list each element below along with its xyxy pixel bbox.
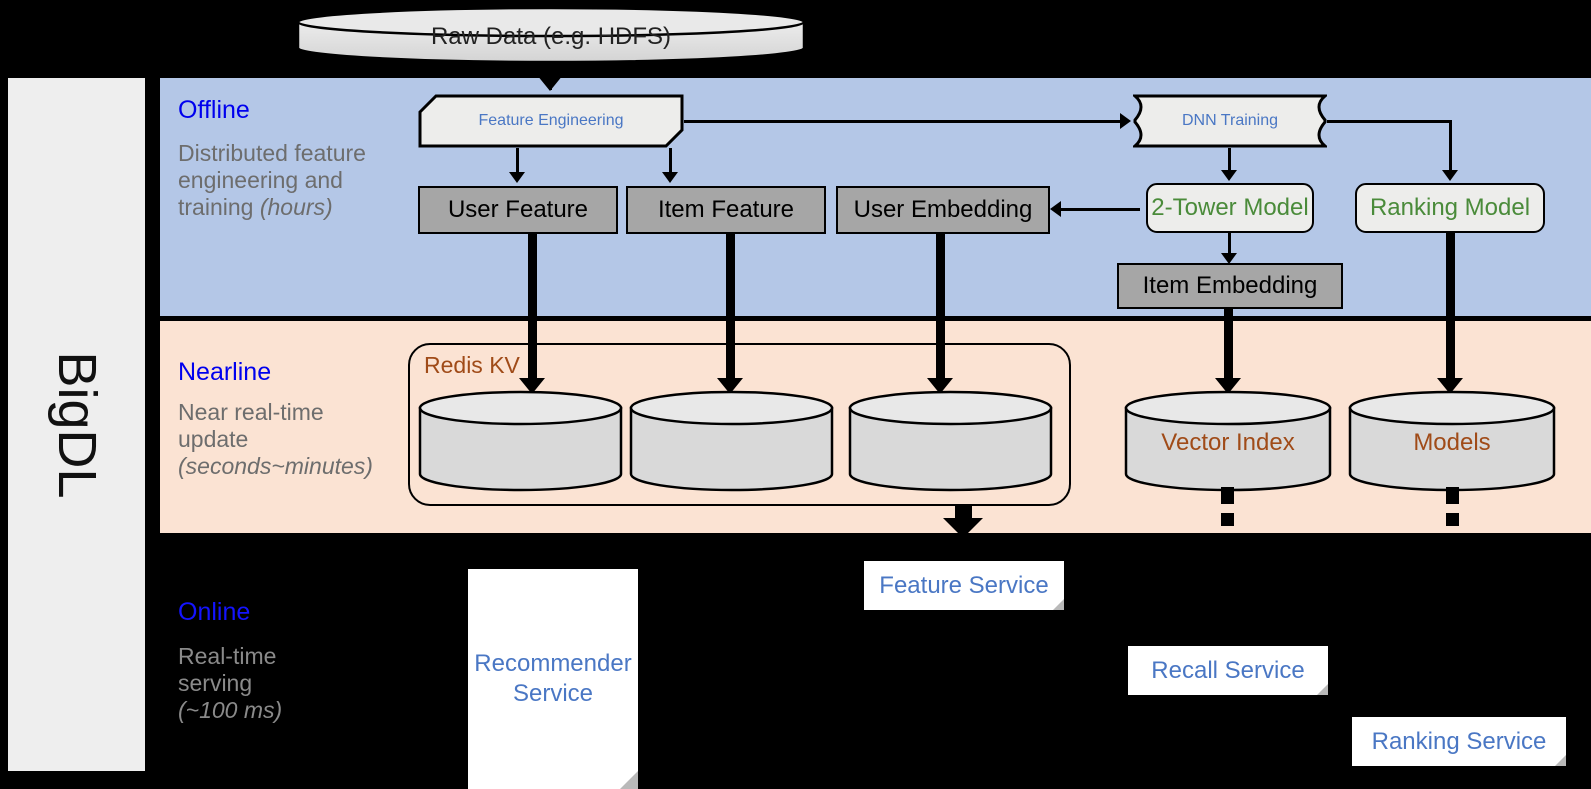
redis-kv-label: Redis KV <box>424 352 520 378</box>
online-desc-l2: serving <box>178 670 253 697</box>
recall-service-label: Recall Service <box>1151 656 1305 684</box>
ranking-service-doc[interactable]: Ranking Service <box>1352 717 1566 766</box>
kv-store-cylinder-2[interactable] <box>629 390 834 492</box>
ranking-model-node[interactable]: Ranking Model <box>1355 183 1545 233</box>
online-desc-italic: (~100 ms) <box>178 697 283 724</box>
nearline-desc-l2: update <box>178 426 249 453</box>
page-fold-icon <box>1555 755 1566 766</box>
offline-title: Offline <box>178 96 250 124</box>
edge-twotower-itemembedding <box>1228 233 1231 259</box>
recommender-service-doc[interactable]: Recommender Service <box>468 569 638 789</box>
arrowhead-fe-dnn <box>1120 113 1131 129</box>
user-embedding-node[interactable]: User Embedding <box>836 186 1050 234</box>
edge-rankingmodel-models <box>1446 233 1455 384</box>
feature-service-doc[interactable]: Feature Service <box>864 561 1064 610</box>
edge-itemembedding-vectorindex <box>1224 309 1233 384</box>
feature-engineering-node[interactable]: Feature Engineering <box>418 94 684 148</box>
user-feature-label: User Feature <box>447 196 589 223</box>
offline-desc-l3: training <box>178 194 260 221</box>
edge-dnn-ranking-h <box>1327 120 1452 123</box>
user-feature-node[interactable]: User Feature <box>418 186 618 234</box>
dnn-training-label: DNN Training <box>1181 112 1279 129</box>
raw-data-label: Raw Data (e.g. HDFS) <box>430 23 672 51</box>
arrowhead-dnn-ranking <box>1442 170 1458 181</box>
arrowhead-userfeature-store1 <box>519 378 545 394</box>
bigdl-label: BigDL <box>46 350 107 499</box>
ranking-model-label: Ranking Model <box>1369 194 1531 221</box>
dashed-stub-vectorindex-b <box>1221 513 1234 526</box>
edge-dnn-ranking-v <box>1449 120 1452 174</box>
edge-fe-dnn <box>684 120 1122 123</box>
nearline-description: Near real-time update (seconds~minutes) <box>178 399 413 480</box>
edge-dnn-twotower <box>1228 148 1231 174</box>
feature-engineering-label: Feature Engineering <box>478 112 624 129</box>
nearline-desc-l1: Near real-time <box>178 399 324 425</box>
arrowhead-fe-itemfeature <box>662 172 678 183</box>
arrowhead-itemembedding-vectorindex <box>1215 378 1241 394</box>
recommender-service-l1: Recommender <box>474 650 632 677</box>
recommender-service-label: Recommender Service <box>474 649 631 709</box>
page-fold-icon <box>620 771 638 789</box>
item-feature-label: Item Feature <box>657 196 795 223</box>
arrowhead-rawdata-fe <box>537 75 563 91</box>
vector-index-label: Vector Index <box>1161 429 1295 457</box>
arrowhead-twotower-itemembedding <box>1221 253 1237 264</box>
online-desc-l1: Real-time <box>178 643 277 669</box>
kv-store-cylinder-3[interactable] <box>848 390 1053 492</box>
page-fold-icon <box>1317 684 1328 695</box>
feature-service-label: Feature Service <box>879 571 1049 599</box>
offline-desc-l1: Distributed feature <box>178 140 366 166</box>
arrowhead-userembedding-store3 <box>927 378 953 394</box>
two-tower-model-label: 2-Tower Model <box>1151 194 1309 221</box>
ranking-service-label: Ranking Service <box>1371 727 1547 755</box>
nearline-desc-italic: (seconds~minutes) <box>178 453 373 480</box>
kv-store-cylinder-1[interactable] <box>418 390 623 492</box>
edge-redis-featureservice-stub <box>955 506 972 520</box>
dashed-stub-models-b <box>1446 513 1459 526</box>
edge-userfeature-store1 <box>528 234 537 384</box>
edge-fe-userfeature <box>516 148 519 176</box>
models-label: Models <box>1413 429 1491 457</box>
dashed-stub-vectorindex-a <box>1221 487 1234 504</box>
arrowhead-twotower-userembedding <box>1050 201 1061 217</box>
nearline-title: Nearline <box>178 358 272 386</box>
edge-fe-itemfeature <box>669 148 672 176</box>
dnn-training-node[interactable]: DNN Training <box>1133 94 1327 148</box>
recall-service-doc[interactable]: Recall Service <box>1128 646 1328 695</box>
models-cylinder[interactable]: Models <box>1348 390 1556 492</box>
two-tower-model-node[interactable]: 2-Tower Model <box>1146 183 1314 233</box>
edge-userembedding-store3 <box>936 234 945 384</box>
online-description: Real-time serving (~100 ms) <box>178 643 413 724</box>
bigdl-sidebar: BigDL <box>8 78 145 771</box>
arrowhead-itemfeature-store2 <box>717 378 743 394</box>
redis-kv-group <box>408 343 1071 506</box>
item-feature-node[interactable]: Item Feature <box>626 186 826 234</box>
item-embedding-node[interactable]: Item Embedding <box>1117 263 1343 309</box>
arrowhead-fe-userfeature <box>509 172 525 183</box>
arrowhead-redis-featureservice <box>943 518 983 538</box>
item-embedding-label: Item Embedding <box>1142 272 1318 299</box>
page-fold-icon <box>1053 599 1064 610</box>
offline-description: Distributed feature engineering and trai… <box>178 140 413 221</box>
offline-desc-l2: engineering and <box>178 167 343 194</box>
arrowhead-dnn-twotower <box>1221 170 1237 181</box>
vector-index-cylinder[interactable]: Vector Index <box>1124 390 1332 492</box>
user-embedding-label: User Embedding <box>853 196 1033 223</box>
recommender-service-l2: Service <box>512 680 594 707</box>
edge-itemfeature-store2 <box>726 234 735 384</box>
arrowhead-rankingmodel-models <box>1437 378 1463 394</box>
online-title: Online <box>178 598 251 626</box>
offline-desc-italic: (hours) <box>259 194 333 221</box>
dashed-stub-models-a <box>1446 487 1459 504</box>
raw-data-cylinder: Raw Data (e.g. HDFS) <box>296 6 806 64</box>
edge-twotower-userembedding <box>1053 208 1140 211</box>
